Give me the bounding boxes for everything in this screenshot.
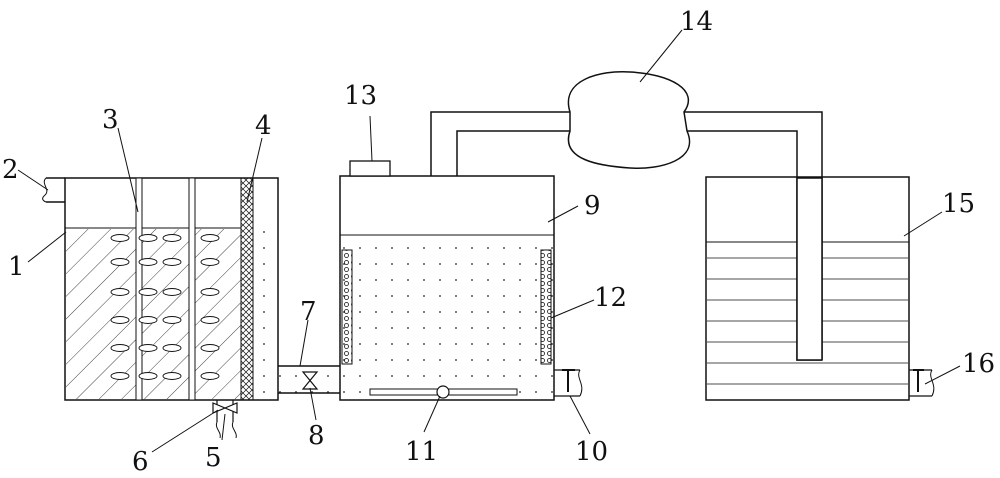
label-valve-8: 8 xyxy=(308,421,325,451)
pipe-valve xyxy=(301,371,319,390)
gas-collector-bulb xyxy=(567,71,691,169)
middle-tank-outline xyxy=(339,175,555,401)
left-tank-fill-media xyxy=(66,229,241,399)
label-tank-9: 9 xyxy=(584,191,601,221)
leader-lines xyxy=(17,29,961,453)
aeration-bubble xyxy=(162,344,182,352)
left-reactor-tank xyxy=(64,177,279,401)
aeration-bubble xyxy=(110,316,130,324)
stirrer-hub xyxy=(436,385,450,399)
aeration-bubble xyxy=(110,344,130,352)
right-electrode-plate xyxy=(540,249,552,365)
partition-plate-2 xyxy=(188,177,196,401)
aeration-bubble xyxy=(110,234,130,242)
label-partition-3: 3 xyxy=(102,105,119,135)
filter-layer xyxy=(240,177,254,401)
left-tank-clear-zone xyxy=(253,229,277,399)
connecting-pipe xyxy=(278,365,340,394)
label-stirrer-11: 11 xyxy=(405,437,438,467)
aeration-bubble xyxy=(138,344,158,352)
right-tank-outline xyxy=(705,176,910,401)
inlet-pipe xyxy=(42,177,65,203)
left-electrode-plate xyxy=(341,249,353,365)
label-outlet-10: 10 xyxy=(575,437,608,467)
label-outlet-16: 16 xyxy=(962,349,995,379)
right-absorption-tank xyxy=(705,176,910,401)
label-electrode-12: 12 xyxy=(594,283,627,313)
middle-outlet-valve xyxy=(554,369,583,397)
aeration-bubble xyxy=(110,372,130,380)
aeration-bubble xyxy=(200,316,220,324)
right-outlet-valve xyxy=(909,369,935,397)
aeration-bubble xyxy=(162,258,182,266)
aeration-bubble xyxy=(200,344,220,352)
label-filter-4: 4 xyxy=(255,111,272,141)
aeration-bubble xyxy=(162,234,182,242)
aeration-bubble xyxy=(200,372,220,380)
aeration-bubble xyxy=(110,258,130,266)
label-pipe-7: 7 xyxy=(300,297,317,327)
label-collector-14: 14 xyxy=(680,7,713,37)
top-port xyxy=(349,160,391,177)
label-tank-15: 15 xyxy=(942,189,975,219)
middle-tank-liquid xyxy=(341,236,553,399)
aeration-bubble xyxy=(138,234,158,242)
aeration-bubble xyxy=(138,288,158,296)
partition-plate-1 xyxy=(135,177,143,401)
bottom-drain-valve xyxy=(212,400,238,439)
aeration-bubbles xyxy=(110,234,220,380)
label-tank-1: 1 xyxy=(8,252,25,282)
aeration-bubble xyxy=(162,372,182,380)
label-drain-5: 5 xyxy=(205,443,222,473)
aeration-bubble xyxy=(162,288,182,296)
label-1-tag: 2 xyxy=(2,155,19,185)
aeration-bubble xyxy=(110,288,130,296)
aeration-bubble xyxy=(138,258,158,266)
aeration-bubble xyxy=(162,316,182,324)
gas-dip-tube xyxy=(796,177,823,361)
aeration-bubble xyxy=(138,316,158,324)
aeration-bubble xyxy=(200,234,220,242)
aeration-bubble xyxy=(200,288,220,296)
label-valve-6: 6 xyxy=(132,447,149,477)
label-port-13: 13 xyxy=(344,81,377,111)
left-tank-outline xyxy=(64,177,279,401)
aeration-bubble xyxy=(200,258,220,266)
middle-tank xyxy=(339,175,555,401)
aeration-bubble xyxy=(138,372,158,380)
